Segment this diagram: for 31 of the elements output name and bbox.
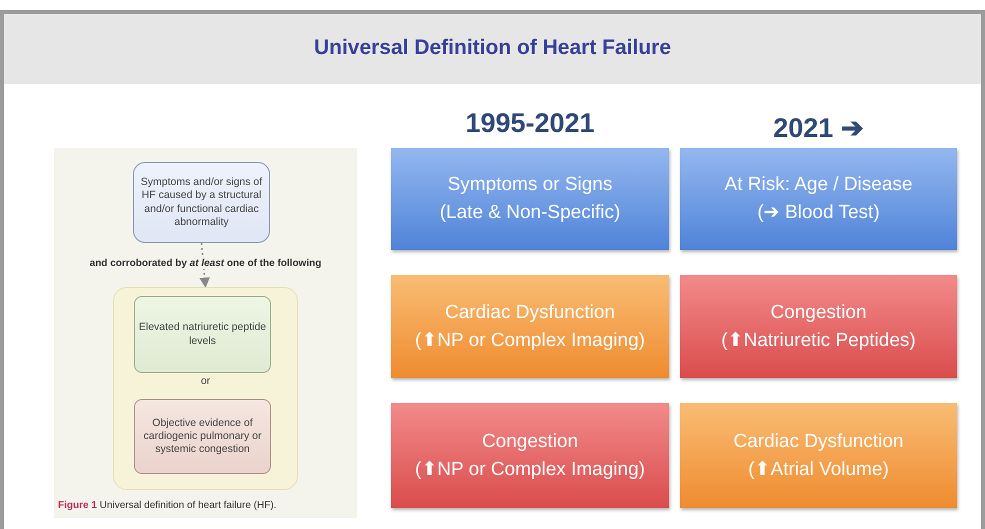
definition-box <box>680 148 957 250</box>
box-text: Objective evidence of cardiogenic pulmonary or systemic congestion <box>142 416 262 456</box>
box-text: (➔ Blood Test) <box>757 201 880 225</box>
box-text: At Risk: Age / Disease <box>724 173 912 198</box>
definition-box <box>391 148 669 250</box>
box-text: (⬆NP or Complex Imaging) <box>414 458 645 482</box>
box-text: Cardiac Dysfunction <box>444 300 616 325</box>
symptoms-box <box>133 162 270 243</box>
box-text: Symptoms or Signs <box>448 173 612 198</box>
box-text: Elevated natriuretic peptide levels <box>138 321 267 348</box>
box-text: (⬆Natriuretic Peptides) <box>721 328 916 352</box>
box-text: Congestion <box>770 300 867 325</box>
dashed-arrow <box>199 242 210 288</box>
column-heading: 2021 ➔ <box>772 112 865 144</box>
definition-box <box>680 275 957 378</box>
definition-box <box>391 403 669 508</box>
or-label: or <box>200 375 212 387</box>
figure-caption: Figure 1 Universal definition of heart failure (HF). <box>58 500 278 511</box>
definition-box <box>391 275 669 378</box>
box-text: (Late & Non-Specific) <box>440 201 620 225</box>
column-heading: 1995-2021 <box>464 108 596 139</box>
box-text: Congestion <box>482 430 578 454</box>
criteria-box <box>134 399 271 474</box>
box-text: (⬆NP or Complex Imaging) <box>414 328 645 352</box>
title: Universal Definition of Heart Failure <box>312 36 672 60</box>
box-text: Cardiac Dysfunction <box>733 430 904 454</box>
definition-box <box>680 403 957 508</box>
box-text: (⬆Atrial Volume) <box>748 458 889 482</box>
criteria-box <box>134 296 271 373</box>
box-text: Symptoms and/or signs of HF caused by a structural and/or functional cardiac abnormality <box>140 176 264 229</box>
criteria-container <box>113 287 298 490</box>
